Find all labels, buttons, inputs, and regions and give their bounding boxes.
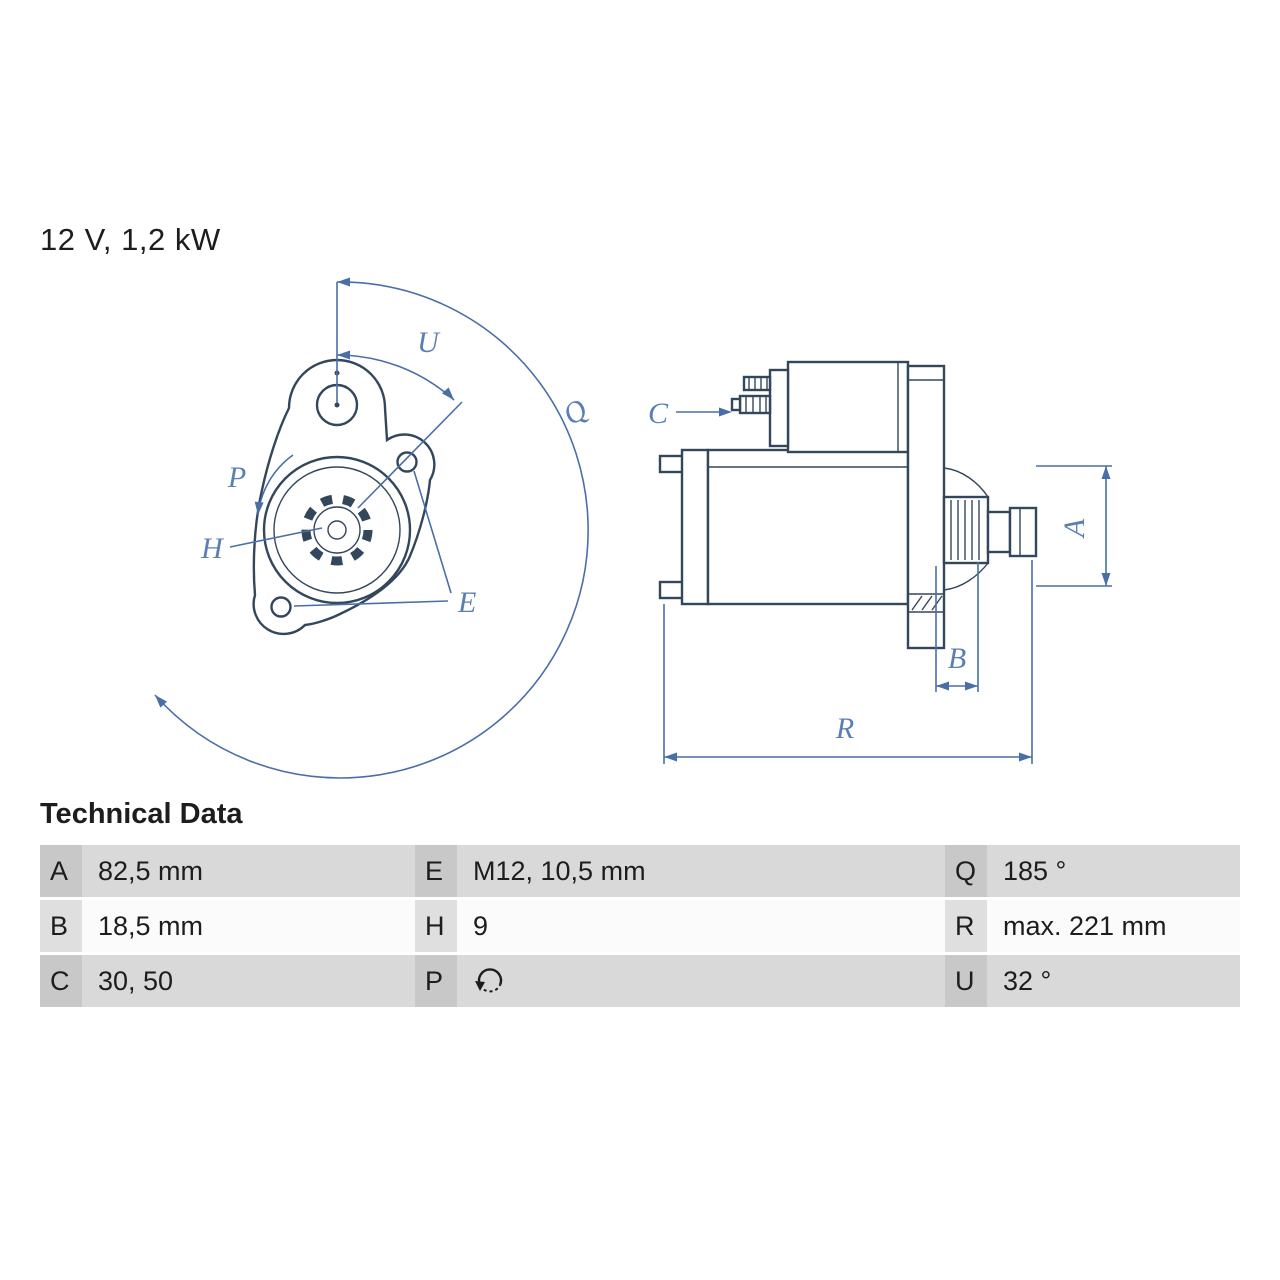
table-row: A 82,5 mm E M12, 10,5 mm Q 185 ° — [40, 845, 1240, 897]
spec-key: U — [945, 955, 987, 1007]
spec-value: max. 221 mm — [987, 900, 1240, 952]
spec-key: H — [415, 900, 457, 952]
angle-u-arc — [336, 354, 455, 401]
arrowhead — [936, 681, 949, 691]
label-h: H — [200, 532, 225, 565]
spec-value: 18,5 mm — [82, 900, 415, 952]
bolt-hole-bottom — [270, 596, 292, 618]
hatch — [911, 595, 923, 611]
arrowhead — [337, 277, 350, 287]
bearing-ring-inner — [273, 466, 401, 594]
spec-value: 82,5 mm — [82, 845, 415, 897]
shaft-hole — [327, 520, 347, 540]
spec-value: 9 — [457, 900, 945, 952]
angle-q-arc — [154, 281, 589, 779]
shaft-collar — [986, 510, 1012, 554]
bolt-hole-top — [396, 451, 418, 473]
hatch — [921, 595, 933, 611]
terminal-stud-upper — [742, 375, 772, 392]
shaft-end-cap — [1008, 506, 1038, 558]
solenoid-body — [786, 360, 910, 454]
commutator-end-cap — [680, 448, 710, 606]
leader-e-top — [413, 470, 452, 594]
table-row: B 18,5 mm H 9 R max. 221 mm — [40, 900, 1240, 952]
table-row: C 30, 50 P U 32 ° — [40, 955, 1240, 1007]
solenoid-cap — [768, 368, 790, 448]
technical-drawing: U Q P H E — [154, 277, 1112, 779]
label-e: E — [457, 586, 476, 619]
arrowhead — [1019, 752, 1032, 762]
arrowhead — [1101, 466, 1111, 479]
drive-housing-top — [943, 467, 989, 498]
spec-value: 30, 50 — [82, 955, 415, 1007]
spec-key: B — [40, 900, 82, 952]
label-p: P — [227, 461, 246, 494]
spec-key: C — [40, 955, 82, 1007]
label-b: B — [948, 642, 966, 675]
spec-value — [457, 955, 945, 1007]
spec-key: Q — [945, 845, 987, 897]
terminal-tip — [730, 397, 742, 412]
side-view: C A B R — [648, 360, 1112, 764]
arrowhead — [1101, 573, 1111, 586]
rotation-ccw-icon — [475, 968, 503, 993]
label-c: C — [648, 397, 669, 430]
leader-h — [229, 527, 323, 548]
label-a: A — [1058, 518, 1091, 539]
flange-plate — [906, 364, 946, 650]
bearing-ring-outer — [262, 455, 412, 605]
section-title: Technical Data — [40, 798, 243, 830]
motor-body — [706, 448, 910, 606]
leader-e-bottom — [293, 600, 449, 607]
arrowhead — [719, 407, 732, 417]
spec-key: E — [415, 845, 457, 897]
front-view: U Q P H E — [154, 277, 594, 779]
pinion-gear-teeth — [301, 494, 373, 566]
foot-top — [658, 454, 686, 474]
spec-value: 185 ° — [987, 845, 1240, 897]
spec-value: 32 ° — [987, 955, 1240, 1007]
ear-hole-center-dot — [334, 402, 340, 408]
technical-data-table: A 82,5 mm E M12, 10,5 mm Q 185 ° B 18,5 … — [40, 845, 1240, 1010]
arrowhead — [254, 501, 264, 515]
arrowhead — [337, 350, 350, 360]
foot-bottom — [658, 580, 686, 600]
drive-housing-bottom — [943, 562, 989, 591]
spec-key: P — [415, 955, 457, 1007]
arrowhead — [155, 695, 168, 708]
spec-key: A — [40, 845, 82, 897]
bolt-hole-axis-line — [357, 401, 463, 509]
label-u: U — [417, 326, 441, 359]
page-title: 12 V, 1,2 kW — [40, 222, 221, 257]
label-q: Q — [557, 392, 594, 432]
spec-key: R — [945, 900, 987, 952]
spec-value: M12, 10,5 mm — [457, 845, 945, 897]
hatch — [931, 595, 943, 611]
arrowhead — [965, 681, 978, 691]
arrowhead — [664, 752, 677, 762]
label-r: R — [835, 712, 854, 745]
arrowhead — [441, 387, 454, 400]
